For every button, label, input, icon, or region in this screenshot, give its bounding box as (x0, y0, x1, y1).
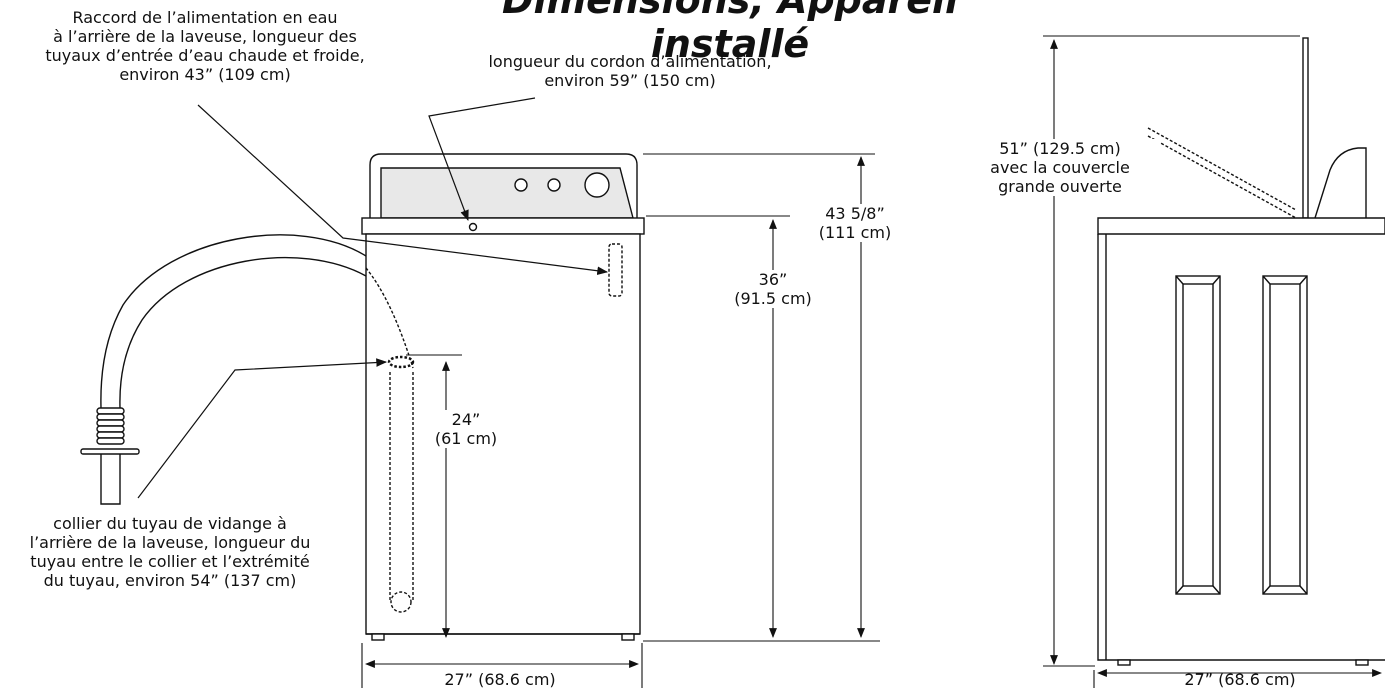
foot-right (621, 633, 635, 641)
side-cabinet (1097, 234, 1385, 661)
water-supply-label: Raccord de l’alimentation en eau à l’arr… (45, 8, 365, 84)
side-handle-right (1262, 275, 1308, 595)
side-handle-left (1175, 275, 1221, 595)
washer-front-view (361, 153, 645, 641)
control-knob-small-2 (547, 178, 561, 192)
height-total-label: 43 5/8” (111 cm) (800, 204, 910, 242)
drain-hose-label: collier du tuyau de vidange à l’arrière … (29, 514, 311, 590)
leader-lines (137, 97, 609, 499)
drain-hose-hidden (389, 370, 414, 600)
open-lid (1302, 37, 1309, 219)
foot-left (371, 633, 385, 641)
washer-top (361, 217, 645, 235)
water-inlet-hidden (608, 243, 623, 297)
drain-hose-collar (80, 448, 140, 455)
width-front-label: 27” (68.6 cm) (444, 670, 556, 689)
power-cord-outlet (468, 222, 478, 232)
lid-open-label: 51” (129.5 cm) avec la couvercle grande … (960, 139, 1160, 196)
water-leader (197, 104, 609, 276)
side-foot-right (1355, 659, 1369, 666)
width-side-label: 27” (68.6 cm) (1184, 670, 1296, 689)
drain-hose-external (80, 234, 367, 505)
height-top-label: 36” (91.5 cm) (718, 270, 828, 308)
cord-leader (428, 97, 536, 222)
page-title: Dimensions, Appareil installé (501, 0, 959, 66)
washer-side-view (1097, 37, 1385, 666)
drain-hose-end (100, 454, 121, 505)
drain-hose-corrugation (96, 407, 125, 445)
side-console (1314, 147, 1367, 219)
control-knob-small-1 (514, 178, 528, 192)
side-foot-left (1117, 659, 1131, 666)
lid-swing-ghost (1147, 127, 1297, 219)
drain-leader (137, 358, 388, 499)
drain-hose-clamp (387, 355, 415, 369)
power-cord-label: longueur du cordon d’alimentation, envir… (488, 52, 772, 90)
side-top (1097, 217, 1385, 235)
drain-height-label: 24” (61 cm) (426, 410, 506, 448)
drain-hose-bottom (390, 591, 412, 613)
control-knob-large (584, 172, 610, 198)
